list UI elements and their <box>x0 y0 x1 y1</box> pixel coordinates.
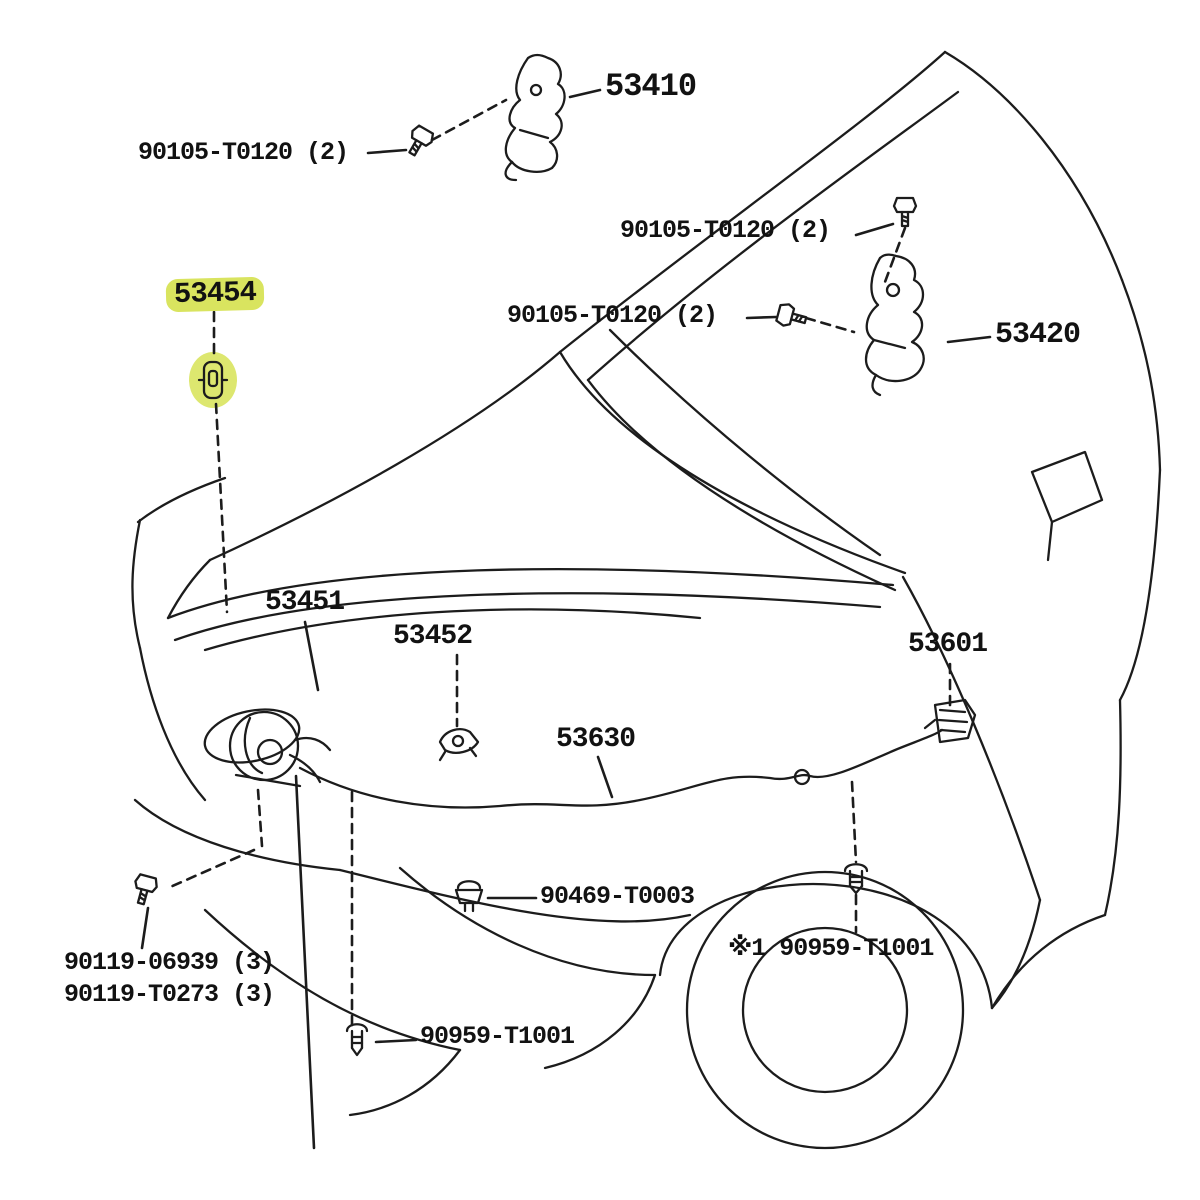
part-label-53454: 53454 <box>165 276 265 313</box>
part-label-53452: 53452 <box>393 621 473 652</box>
hex-bolt-glyph-2 <box>892 196 918 228</box>
clip-highlight-marker <box>189 352 237 408</box>
part-label-90469-t0003: 90469-T0003 <box>540 882 695 911</box>
release-lever-glyph <box>923 698 977 744</box>
part-label-90105-t0120-c: 90105-T0120 (2) <box>507 301 718 330</box>
part-label-90119-t0273: 90119-T0273 (3) <box>64 980 275 1009</box>
part-label-53451: 53451 <box>265 587 345 618</box>
hood-support-clip-glyph <box>189 352 237 408</box>
part-label-90105-t0120-a: 90105-T0120 (2) <box>138 138 349 167</box>
hex-bolt-glyph-4 <box>134 873 158 906</box>
hood-hinge-rh-glyph <box>864 253 925 397</box>
part-label-90959-t1001-bottom: 90959-T1001 <box>420 1022 575 1051</box>
part-label-53601: 53601 <box>908 629 988 660</box>
grommet-clip-bottom-glyph <box>345 1023 369 1057</box>
hex-bolt-glyph-3 <box>775 303 808 327</box>
part-label-53630: 53630 <box>556 724 636 755</box>
part-label-53420: 53420 <box>995 318 1081 352</box>
part-label-90105-t0120-b: 90105-T0120 (2) <box>620 216 831 245</box>
part-label-90119-06939: 90119-06939 (3) <box>64 948 275 977</box>
car-body-outline <box>131 50 1162 1150</box>
cable-clip-glyph <box>454 880 484 913</box>
hood-clamp-glyph <box>438 728 480 762</box>
part-label-90959-t1001-right: ※1 90959-T1001 <box>728 934 934 963</box>
leader-lines <box>140 88 992 1150</box>
part-label-53410: 53410 <box>605 68 697 105</box>
grommet-clip-right-glyph <box>843 863 869 895</box>
hood-release-cable-glyph <box>298 728 944 809</box>
hood-hinge-lh-glyph <box>504 53 566 182</box>
hood-lock-assembly-glyph <box>228 710 332 788</box>
hex-bolt-glyph-1 <box>408 124 435 157</box>
